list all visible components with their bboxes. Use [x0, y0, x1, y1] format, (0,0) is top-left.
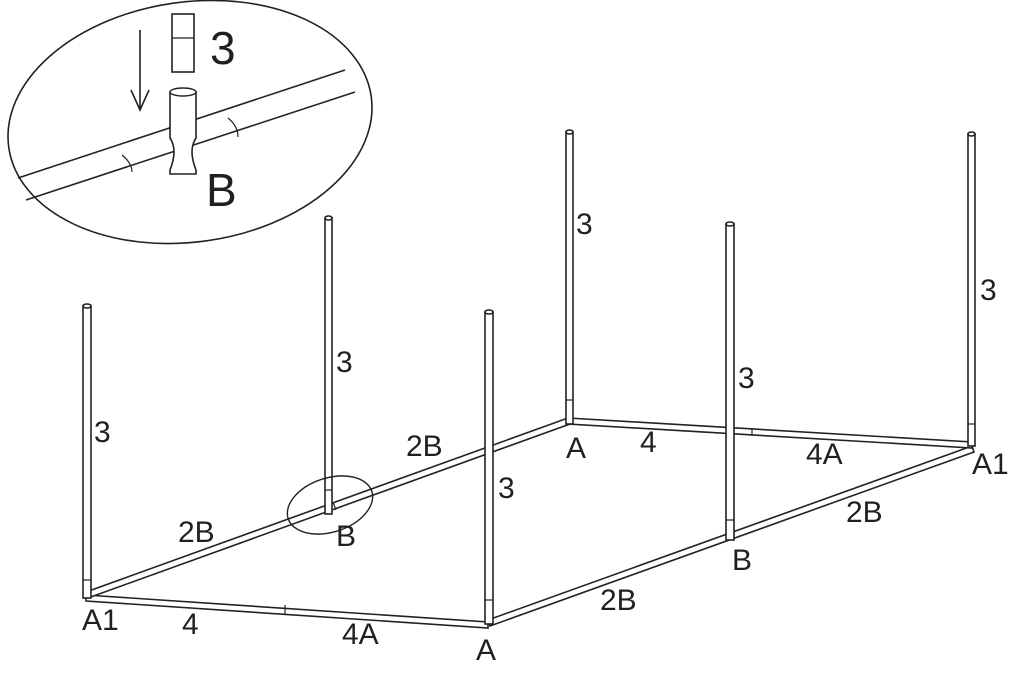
label-a1-back: A1 — [972, 448, 1009, 481]
poles — [82, 129, 976, 625]
inset-pole-3 — [171, 13, 195, 73]
label-rail-right-lower-2b: 2B — [600, 584, 637, 617]
inset-connector-label: B — [206, 164, 237, 216]
rail-front — [85, 594, 489, 629]
label-rail-left-lower-2b: 2B — [178, 516, 215, 549]
label-pole-front-right: 3 — [498, 472, 515, 505]
label-pole-back-right: 3 — [980, 274, 997, 307]
rail-left-seam — [332, 501, 337, 511]
inset-connector-top — [169, 87, 197, 97]
pole-left-mid — [324, 217, 333, 515]
label-rail-back-4: 4 — [640, 426, 657, 459]
labels: A1 A1 A A B B 4 4A 4 4A 2B 2B 2B 2B 3 3 … — [82, 208, 1009, 667]
pole-back-right — [967, 133, 976, 447]
label-pole-back-left: 3 — [576, 208, 593, 241]
pole-front-left — [82, 305, 92, 599]
pole-front-right — [484, 311, 494, 625]
joint-highlight-ellipse — [286, 475, 374, 535]
label-pole-left-mid: 3 — [336, 346, 353, 379]
inset-detail: 3 B — [7, 0, 373, 245]
inset-seam-left — [121, 154, 133, 173]
inset-connector-b — [169, 91, 197, 175]
label-rail-front-4: 4 — [182, 608, 199, 641]
label-pole-front-left: 3 — [94, 416, 111, 449]
label-a-front: A — [476, 634, 496, 667]
pole-back-left — [565, 131, 574, 425]
label-rail-right-upper-2b: 2B — [846, 496, 883, 529]
label-a1-front: A1 — [82, 604, 119, 637]
label-b-left: B — [336, 520, 356, 553]
label-a-back: A — [566, 432, 586, 465]
rail-back — [567, 417, 973, 449]
label-rail-front-4a: 4A — [342, 618, 379, 651]
label-b-right: B — [732, 544, 752, 577]
label-rail-back-4a: 4A — [806, 438, 843, 471]
inset-seam-right — [227, 117, 239, 138]
down-arrow-icon — [130, 89, 150, 112]
label-rail-left-upper-2b: 2B — [406, 430, 443, 463]
inset-pole-label: 3 — [210, 22, 236, 74]
pole-right-mid — [725, 223, 735, 541]
label-pole-right-mid: 3 — [738, 362, 755, 395]
